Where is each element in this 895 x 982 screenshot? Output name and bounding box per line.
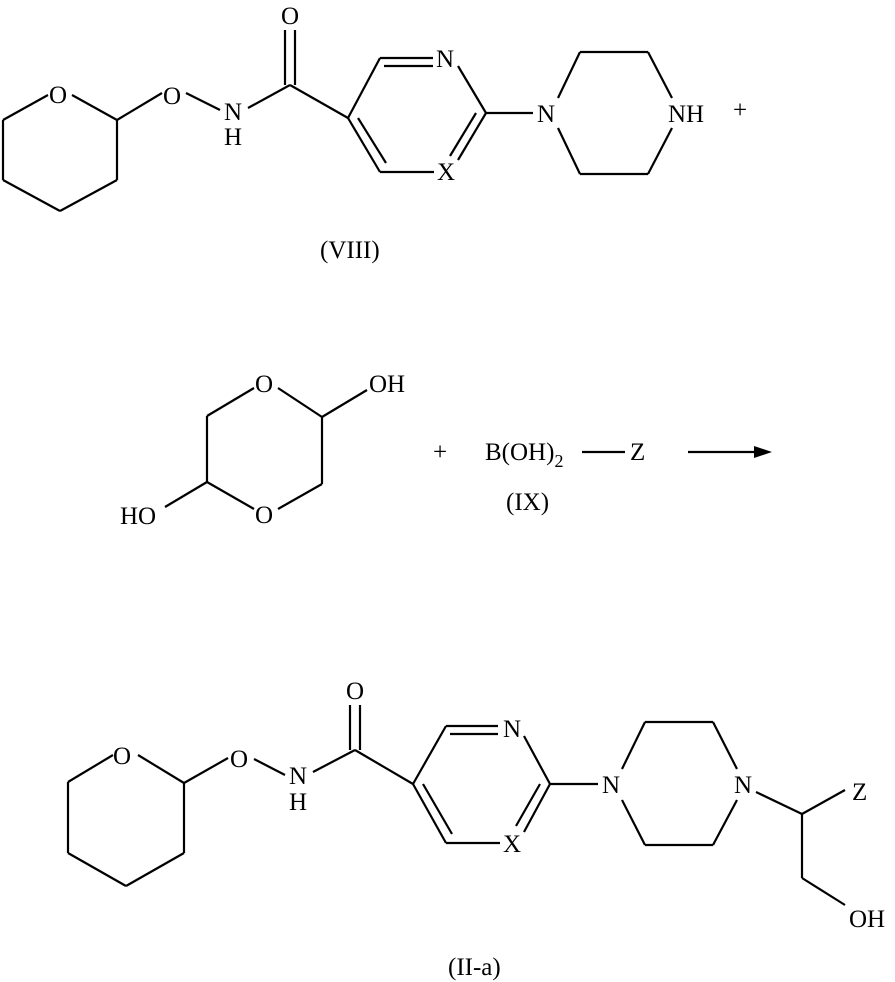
thp-ring [3,95,117,211]
dioxane-diol: O O OH HO [120,371,405,530]
ix-boronic-acid: B(OH)2 [485,439,563,471]
viii-ring-oxygen: O [49,82,67,109]
iia-carbonyl-oxygen: O [346,678,364,705]
viii-amide-hydrogen: H [224,124,242,151]
iia-hydroxyl: OH [849,906,885,933]
viii-pyrimidine-x: X [437,159,455,186]
iia-pyrimidine-x: X [503,831,521,858]
iia-piperazine-nitrogen-1: N [602,772,620,799]
iia-amide-nitrogen: N [289,763,307,790]
iia-z-group: Z [852,779,867,806]
viii-piperazine-nh: NH [668,101,704,128]
dioxane-top-oxygen: O [255,371,273,398]
viii-linker-oxygen: O [163,83,181,110]
dioxane-right-hydroxyl: OH [369,371,405,398]
iia-pyrimidine-nitrogen: N [503,716,521,743]
viii-amide-nitrogen: N [224,99,242,126]
viii-piperazine-nitrogen: N [537,101,555,128]
iia-thp-ring [68,755,184,886]
plus-sign-1: + [733,97,747,124]
viii-carbonyl-oxygen: O [281,3,299,30]
iia-compound-label: (II-a) [448,954,501,981]
reaction-arrow [688,446,772,458]
viii-compound-label: (VIII) [320,237,380,264]
compound-ix: B(OH)2 Z (IX) [485,439,645,516]
dioxane-left-hydroxyl: HO [120,503,156,530]
pyrimidine-ring [348,58,486,172]
dioxane-bottom-oxygen: O [255,502,273,529]
iia-piperazine-nitrogen-2: N [734,772,752,799]
piperazine-ring [558,52,672,174]
iia-piperazine-ring [622,722,737,845]
plus-sign-2: + [433,439,447,466]
viii-pyrimidine-nitrogen: N [436,46,454,73]
iia-linker-oxygen: O [230,746,248,773]
iia-pyrimidine-ring [413,726,550,843]
ix-z-group: Z [630,439,645,466]
compound-viii: O O N H O N X N NH (VIII) [3,3,704,264]
compound-iia: O O N H O N X N N Z OH (II-a) [68,678,885,981]
ix-compound-label: (IX) [506,489,549,516]
iia-ring-oxygen: O [113,743,131,770]
iia-amide-hydrogen: H [289,789,307,816]
